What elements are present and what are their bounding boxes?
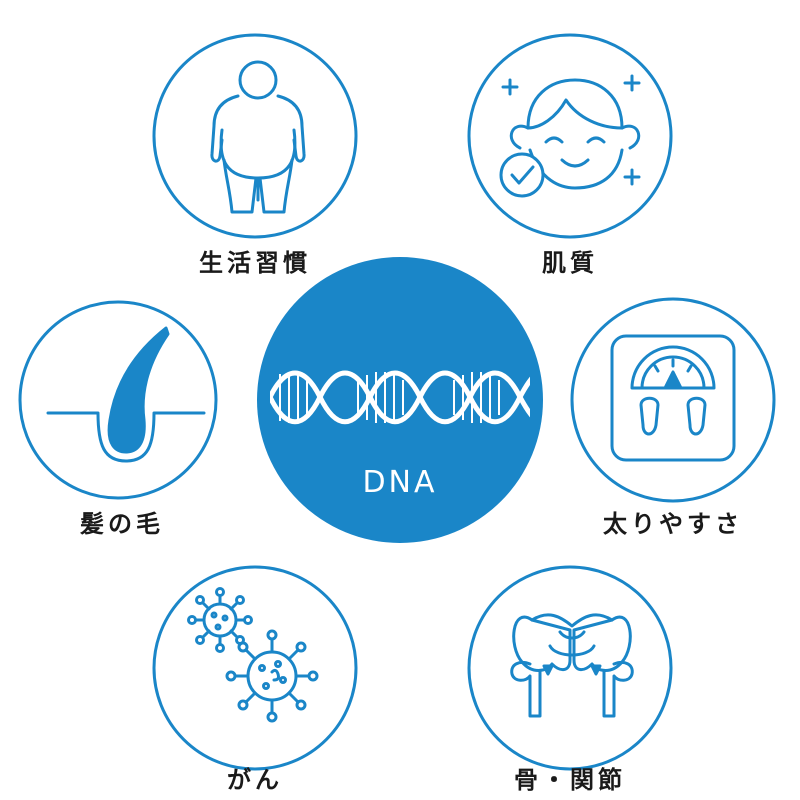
obese-person-icon xyxy=(210,60,306,214)
label-lifestyle: 生活習慣 xyxy=(199,249,311,277)
cancer-cell-icon xyxy=(187,587,319,723)
hair-follicle-icon xyxy=(46,326,206,463)
skin-circle xyxy=(467,33,673,239)
cancer-circle xyxy=(152,565,358,771)
label-hair: 髪の毛 xyxy=(80,510,164,538)
label-cancer: がん xyxy=(227,766,283,794)
dna-helix-icon xyxy=(270,370,530,425)
pelvis-bone-icon xyxy=(510,613,634,718)
lifestyle-circle xyxy=(152,33,358,239)
dna-center-label: DNA xyxy=(362,465,438,500)
label-obesity: 太りやすさ xyxy=(603,510,743,538)
hair-circle xyxy=(18,300,218,500)
label-skin: 肌質 xyxy=(542,249,598,277)
smiling-face-check-icon xyxy=(499,74,641,198)
obesity-circle xyxy=(570,297,776,503)
dna-center-circle xyxy=(257,257,543,543)
bone-circle xyxy=(467,565,673,771)
label-bone: 骨・関節 xyxy=(514,766,626,794)
weight-scale-icon xyxy=(610,334,736,462)
